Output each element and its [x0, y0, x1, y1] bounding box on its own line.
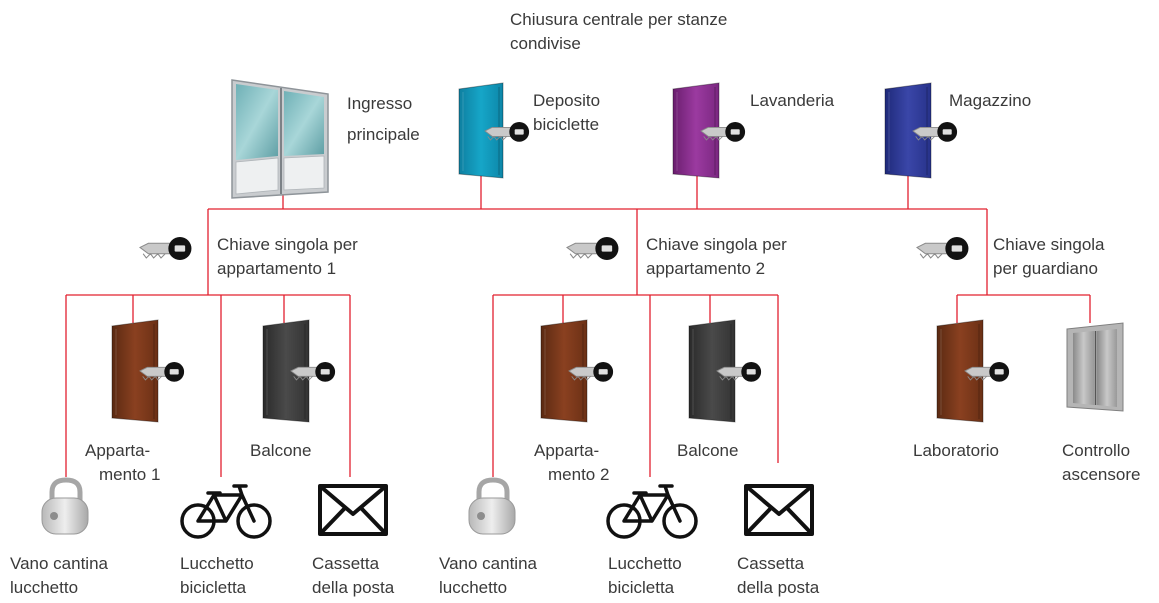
door-icon — [540, 319, 614, 423]
label-line: Controllo — [1062, 441, 1131, 460]
label-line: Vano cantina — [439, 554, 537, 573]
label-storage: Magazzino — [949, 89, 1031, 113]
key-caption-caretaker: Chiave singola per guardiano — [993, 233, 1105, 281]
label-line: lucchetto — [439, 578, 508, 597]
key-caption-apartment-1: Chiave singola per appartamento 1 — [217, 233, 358, 281]
label-line: biciclette — [533, 115, 600, 134]
label-line: lucchetto — [10, 578, 79, 597]
label-line: Lucchetto — [180, 554, 254, 573]
label-workshop: Laboratorio — [913, 439, 999, 463]
label-apartment-1-bike-lock: Lucchetto bicicletta — [180, 552, 254, 600]
label-line: Balcone — [250, 441, 312, 460]
label-line: della posta — [737, 578, 820, 597]
padlock-icon — [468, 477, 516, 535]
bicycle-icon — [180, 484, 272, 539]
key-icon — [916, 236, 969, 261]
label-line: Apparta- — [85, 441, 151, 460]
label-line: mento 2 — [548, 465, 610, 484]
label-apartment-2-door: Apparta- mento 2 — [534, 439, 609, 487]
envelope-icon — [744, 484, 814, 536]
label-line: Lucchetto — [608, 554, 682, 573]
label-line: della posta — [312, 578, 395, 597]
key-icon — [716, 361, 762, 382]
label-apartment-1-door: Apparta- mento 1 — [85, 439, 160, 487]
key-caption-apartment-2: Chiave singola per appartamento 2 — [646, 233, 787, 281]
label-bike-storage: Deposito biciclette — [533, 89, 600, 137]
label-line: per guardiano — [993, 259, 1098, 278]
door-icon — [672, 82, 746, 179]
label-line: appartamento 2 — [646, 259, 766, 278]
label-apartment-2-cellar: Vano cantina lucchetto — [439, 552, 537, 600]
label-laundry: Lavanderia — [750, 89, 834, 113]
label-line: Chiave singola per — [646, 235, 787, 254]
label-line: Chiusura centrale per stanze — [510, 10, 728, 29]
key-icon — [700, 122, 746, 142]
label-apartment-1-mailbox: Cassetta della posta — [312, 552, 394, 600]
key-icon — [912, 122, 958, 142]
label-apartment-1-balcony: Balcone — [250, 439, 311, 463]
label-line: Vano cantina — [10, 554, 108, 573]
envelope-icon — [318, 484, 388, 536]
label-line: Deposito — [533, 91, 601, 110]
label-line: appartamento 1 — [217, 259, 337, 278]
label-apartment-1-cellar: Vano cantina lucchetto — [10, 552, 108, 600]
label-line: Laboratorio — [913, 441, 1000, 460]
key-icon — [484, 122, 530, 142]
label-main-entrance: Ingresso principale — [347, 88, 420, 150]
label-apartment-2-mailbox: Cassetta della posta — [737, 552, 819, 600]
label-line: Cassetta — [312, 554, 380, 573]
elevator-icon — [1066, 322, 1124, 412]
label-line: ascensore — [1062, 465, 1141, 484]
label-line: Ingresso — [347, 94, 413, 113]
label-line: Apparta- — [534, 441, 600, 460]
key-icon — [290, 361, 336, 382]
label-line: principale — [347, 125, 420, 144]
label-elevator-control: Controllo ascensore — [1062, 439, 1140, 487]
padlock-icon — [41, 477, 89, 535]
label-line: Cassetta — [737, 554, 805, 573]
glass-door-icon — [231, 79, 329, 199]
bicycle-icon — [606, 484, 698, 539]
label-line: bicicletta — [180, 578, 247, 597]
key-icon — [139, 236, 192, 261]
door-icon — [458, 82, 530, 179]
label-line: Lavanderia — [750, 91, 835, 110]
label-line: mento 1 — [99, 465, 161, 484]
label-apartment-2-balcony: Balcone — [677, 439, 738, 463]
label-line: Chiave singola — [993, 235, 1105, 254]
door-icon — [688, 319, 762, 423]
label-line: Balcone — [677, 441, 739, 460]
key-icon — [568, 361, 614, 382]
key-icon — [566, 236, 619, 261]
label-line: Chiave singola per — [217, 235, 358, 254]
door-icon — [884, 82, 958, 179]
label-apartment-2-bike-lock: Lucchetto bicicletta — [608, 552, 682, 600]
connection-lines — [65, 172, 1091, 477]
label-line: Magazzino — [949, 91, 1032, 110]
label-line: condivise — [510, 34, 581, 53]
door-icon — [111, 319, 185, 423]
key-icon — [964, 361, 1010, 382]
label-line: bicicletta — [608, 578, 675, 597]
door-icon — [262, 319, 336, 423]
door-icon — [936, 319, 1010, 423]
key-icon — [139, 361, 185, 382]
shared-rooms-caption: Chiusura centrale per stanze condivise — [510, 8, 727, 56]
